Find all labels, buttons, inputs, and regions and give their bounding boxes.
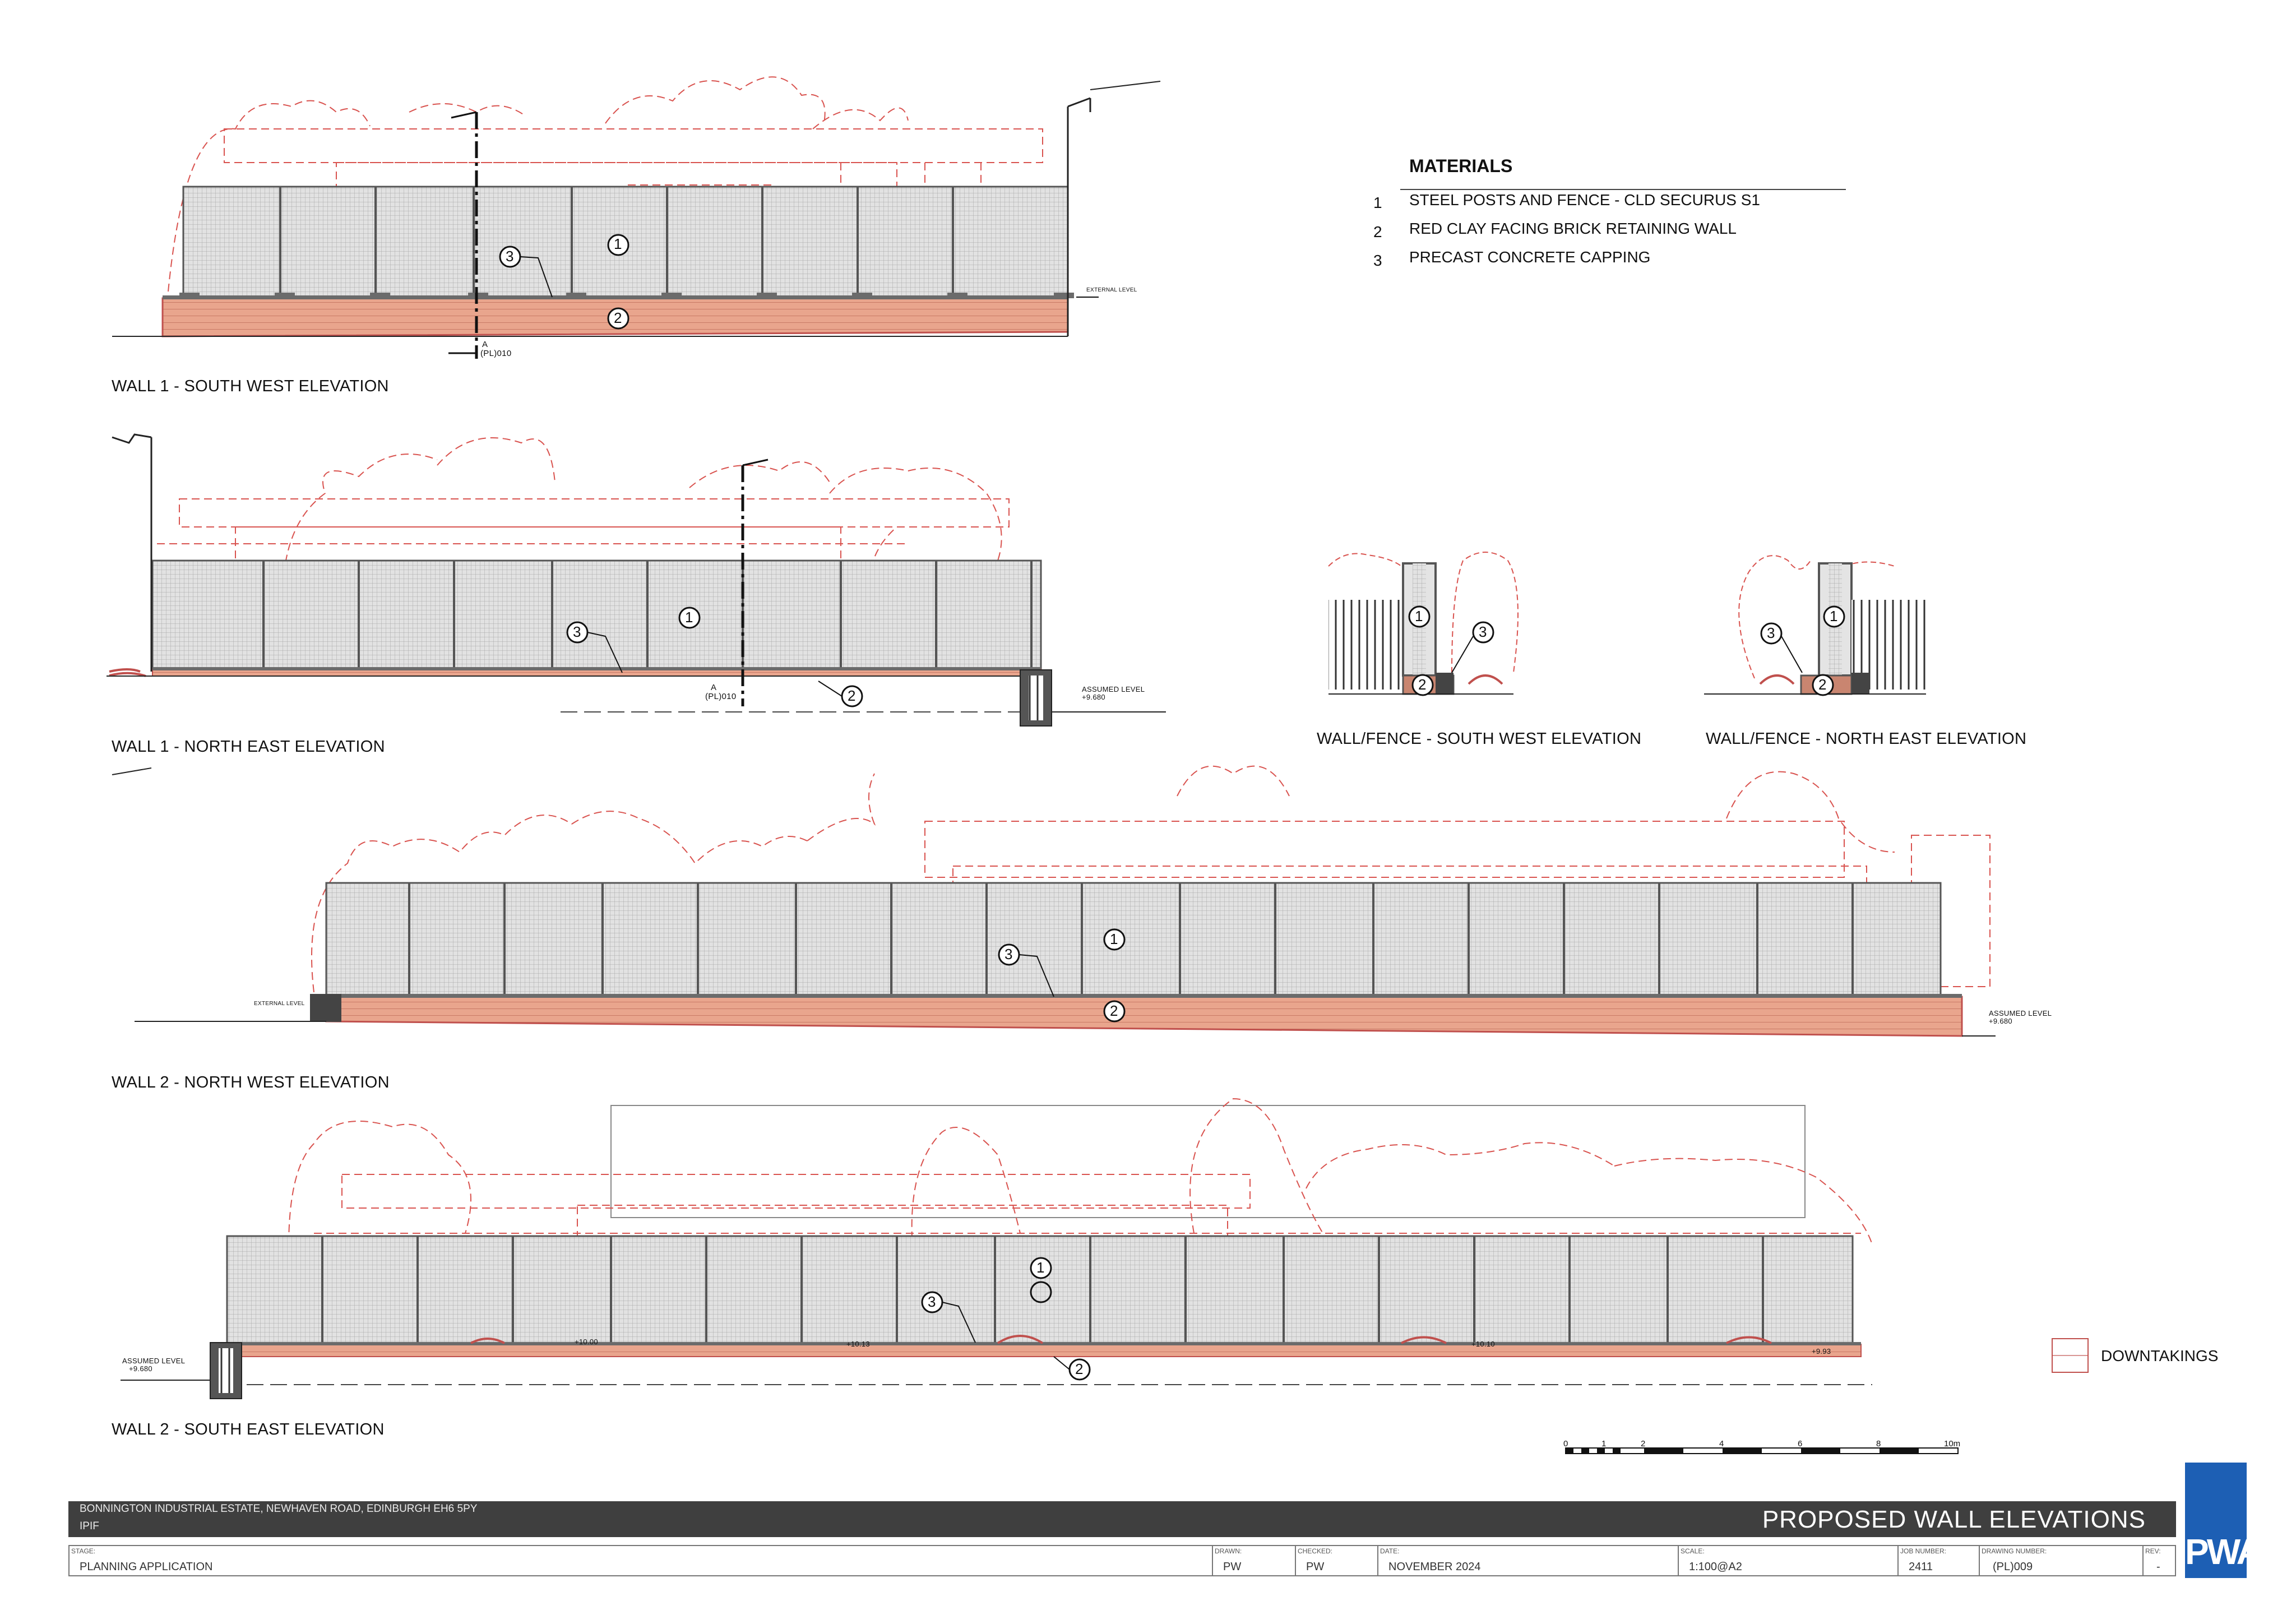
wall1-ne-title: WALL 1 - NORTH EAST ELEVATION xyxy=(112,738,385,756)
title-block-bar xyxy=(68,1501,2176,1537)
level-marker: +10.13 xyxy=(846,1340,870,1348)
tag-label: 1 xyxy=(1830,608,1838,624)
scale-tick-label: 8 xyxy=(1876,1439,1881,1449)
tag-label: 3 xyxy=(1479,623,1487,640)
tag-label: 1 xyxy=(614,235,622,252)
client-name: IPIF xyxy=(80,1520,99,1532)
revision-caption: REV: xyxy=(2145,1547,2161,1555)
drawing-title: PROPOSED WALL ELEVATIONS xyxy=(1762,1506,2146,1533)
downtakings-legend-swatch xyxy=(2052,1338,2089,1373)
wall1-sw-posts xyxy=(279,187,954,297)
materials-item-text: STEEL POSTS AND FENCE - CLD SECURUS S1 xyxy=(1409,191,1760,209)
assumed-level-value: +9.680 xyxy=(1082,693,1105,701)
tag-label: 1 xyxy=(1110,931,1118,947)
field-divider xyxy=(1212,1545,1213,1576)
tag-label: 3 xyxy=(1767,624,1775,641)
fence-sw-title: WALL/FENCE - SOUTH WEST ELEVATION xyxy=(1317,730,1642,748)
scale-value: 1:100@A2 xyxy=(1689,1561,1742,1573)
drawn-caption: DRAWN: xyxy=(1215,1547,1242,1555)
scale-tick-label: 2 xyxy=(1641,1439,1646,1449)
field-divider xyxy=(1377,1545,1378,1576)
section-ref-a: A xyxy=(711,683,717,692)
wall-fence-south-west-detail xyxy=(1328,552,1519,696)
field-divider xyxy=(1897,1545,1899,1576)
wall1-north-east-elevation xyxy=(107,433,1166,775)
pwa-logo: PWA xyxy=(2185,1463,2262,1578)
wall2-se-title: WALL 2 - SOUTH EAST ELEVATION xyxy=(112,1421,385,1438)
tag-label: 3 xyxy=(506,248,514,265)
stage-caption: STAGE: xyxy=(71,1547,96,1555)
tag-label: 1 xyxy=(1415,608,1423,624)
tag-label: 1 xyxy=(685,609,693,626)
drawn-value: PW xyxy=(1223,1561,1242,1573)
revision-value: - xyxy=(2156,1561,2160,1573)
tag-label: 1 xyxy=(1036,1259,1045,1276)
wall-fence-north-east-detail xyxy=(1704,555,1926,696)
assumed-level-value: +9.680 xyxy=(1989,1017,2012,1025)
assumed-level-label: ASSUMED LEVEL xyxy=(1989,1009,2052,1017)
title-block-fields xyxy=(68,1545,2176,1576)
drawing-number-value: (PL)009 xyxy=(1993,1561,2033,1573)
field-divider xyxy=(1678,1545,1679,1576)
tag-label: 2 xyxy=(848,687,856,704)
fence-ne-title: WALL/FENCE - NORTH EAST ELEVATION xyxy=(1706,730,2027,748)
tag-label: 3 xyxy=(1004,946,1013,963)
drawing-number-caption: DRAWING NUMBER: xyxy=(1982,1547,2047,1555)
pwa-logo-text: PWA xyxy=(2185,1532,2262,1572)
assumed-level-value: +9.680 xyxy=(129,1364,152,1373)
level-marker: +10.00 xyxy=(575,1338,598,1346)
stage-value: PLANNING APPLICATION xyxy=(80,1561,213,1573)
downtakings-legend-label: DOWNTAKINGS xyxy=(2101,1347,2219,1364)
section-ref-a: A xyxy=(482,340,488,349)
assumed-level-label: ASSUMED LEVEL xyxy=(1082,685,1145,693)
field-divider xyxy=(1295,1545,1296,1576)
wall2-south-east-elevation xyxy=(121,1098,1873,1399)
level-marker: +9.93 xyxy=(1812,1347,1831,1355)
field-divider xyxy=(2142,1545,2144,1576)
assumed-level-label: ASSUMED LEVEL xyxy=(122,1357,186,1365)
materials-item-text: RED CLAY FACING BRICK RETAINING WALL xyxy=(1409,220,1737,237)
tag-label: 3 xyxy=(928,1293,936,1310)
materials-item-number: 1 xyxy=(1373,194,1382,211)
scale-tick-label: 4 xyxy=(1719,1439,1724,1449)
materials-title: MATERIALS xyxy=(1409,156,1513,176)
scale-bar xyxy=(1565,1447,1959,1454)
materials-item-text: PRECAST CONCRETE CAPPING xyxy=(1409,248,1651,266)
job-number-caption: JOB NUMBER: xyxy=(1900,1547,1947,1555)
materials-item-number: 3 xyxy=(1373,252,1382,269)
tag-label: 2 xyxy=(614,309,622,326)
date-caption: DATE: xyxy=(1380,1547,1400,1555)
scale-tick-label: 0 xyxy=(1563,1439,1568,1449)
external-level-label: EXTERNAL LEVEL xyxy=(254,1001,305,1007)
wall2-north-west-elevation xyxy=(135,765,1996,1037)
wall1-sw-downtakings xyxy=(168,76,1043,298)
project-address: BONNINGTON INDUSTRIAL ESTATE, NEWHAVEN R… xyxy=(80,1503,478,1515)
materials-item-number: 2 xyxy=(1373,223,1382,240)
wall1-south-west-elevation xyxy=(112,76,1161,359)
scale-tick-label: 10m xyxy=(1944,1439,1961,1449)
level-marker: +10.10 xyxy=(1471,1340,1495,1348)
external-level-label: EXTERNAL LEVEL xyxy=(1086,287,1137,293)
tag-label: 3 xyxy=(573,623,581,640)
materials-divider xyxy=(1400,189,1846,190)
scale-tick-label: 6 xyxy=(1798,1439,1803,1449)
section-ref-sheet: (PL)010 xyxy=(480,349,512,358)
date-value: NOVEMBER 2024 xyxy=(1388,1561,1481,1573)
tag-label: 2 xyxy=(1418,676,1427,693)
tag-label: 2 xyxy=(1075,1361,1084,1377)
tag-label: 2 xyxy=(1818,676,1827,693)
scale-caption: SCALE: xyxy=(1681,1547,1705,1555)
field-divider xyxy=(1979,1545,1980,1576)
wall2-nw-title: WALL 2 - NORTH WEST ELEVATION xyxy=(112,1074,390,1091)
tag-label: 2 xyxy=(1110,1002,1118,1019)
section-ref-sheet: (PL)010 xyxy=(705,692,737,701)
scale-tick-label: 1 xyxy=(1601,1439,1607,1449)
checked-value: PW xyxy=(1306,1561,1325,1573)
wall1-sw-title: WALL 1 - SOUTH WEST ELEVATION xyxy=(112,377,389,395)
checked-caption: CHECKED: xyxy=(1298,1547,1333,1555)
job-number-value: 2411 xyxy=(1909,1561,1933,1573)
